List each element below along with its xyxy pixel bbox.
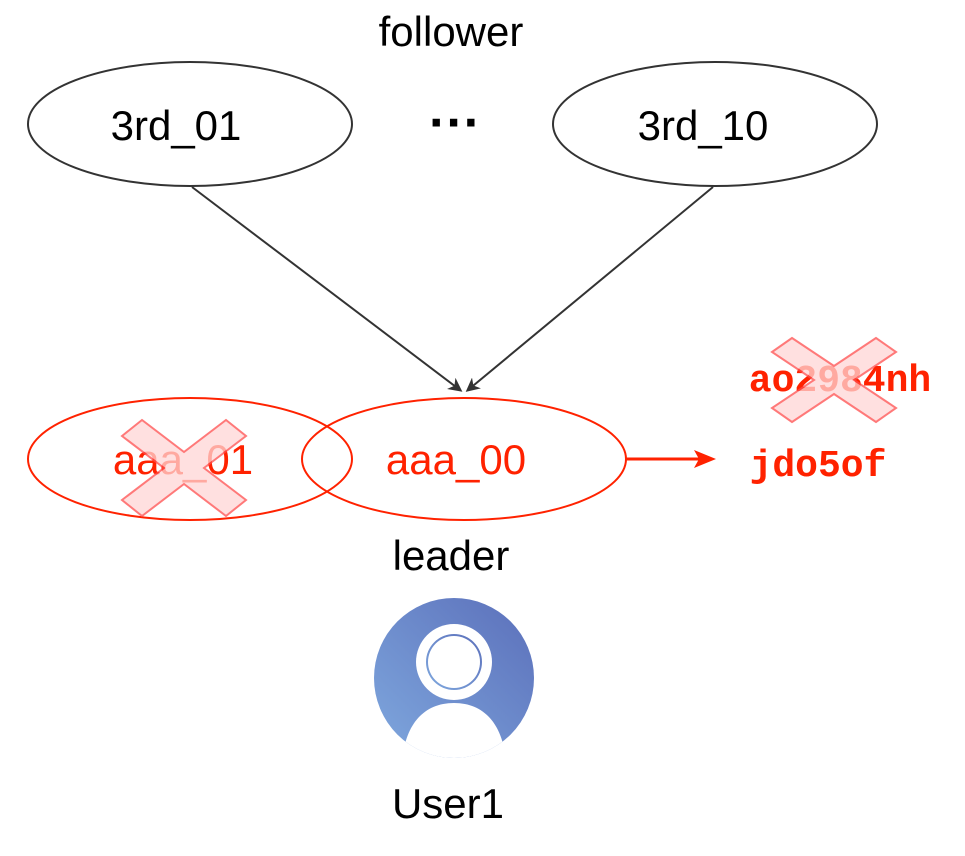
cross-out-icon [120,418,248,518]
follower-node-label: 3rd_01 [111,102,242,149]
follower-node-label: 3rd_10 [638,102,769,149]
leader-node-ellipse [27,397,353,521]
follower-label: follower [379,8,524,55]
user-label: User1 [392,780,504,827]
edge-3rd-10-to-leader [465,186,714,392]
leader-node-aaa-00: aaa_00 [301,397,627,521]
follower-node-3rd-01: 3rd_01 [27,61,353,187]
follower-node-3rd-10: 3rd_10 [552,61,878,187]
follower-node-ellipse [552,61,878,187]
leader-label: leader [393,532,510,579]
token-label: jdo5of [750,445,887,488]
cross-out-icon [770,336,898,424]
token-ao2984nh: ao2984nh [749,336,931,424]
edge-3rd-01-to-leader [191,186,463,392]
user-avatar-icon [374,598,534,758]
follower-node-ellipse [27,61,353,187]
leader-node-aaa-01: aaa_01 [27,397,353,521]
token-jdo5of: jdo5of [750,445,887,488]
leader-node-label: aaa_00 [386,436,526,483]
ellipsis-dots: ··· [429,94,481,152]
